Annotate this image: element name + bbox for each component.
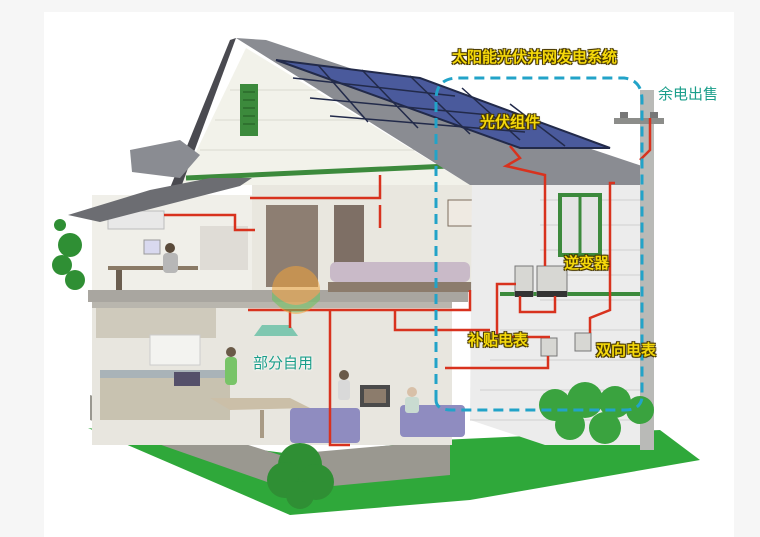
pv-modules-label: 光伏组件 <box>480 113 541 131</box>
subsidy-meter-label: 补贴电表 <box>468 331 529 349</box>
surplus-sale-label: 余电出售 <box>658 85 719 103</box>
dining-table <box>210 398 310 410</box>
gable <box>180 48 470 185</box>
self-use-label: 部分自用 <box>253 354 314 372</box>
grid-system-boundary <box>434 76 644 412</box>
sofa-left <box>290 408 360 443</box>
lower-roof-left <box>68 178 252 222</box>
kitchen-cabinets <box>96 308 216 338</box>
gable-vent <box>240 84 258 136</box>
dormer <box>130 140 200 178</box>
watermark-logo <box>272 266 320 314</box>
subsidy-meter-box <box>540 337 558 357</box>
microwave <box>174 372 200 386</box>
solar-grid-diagram: 太阳能光伏并网发电系统 光伏组件 逆变器 补贴电表 双向电表 部分自用 余电出售 <box>44 12 734 537</box>
house-illustration <box>52 38 700 515</box>
shrub-front <box>267 443 334 509</box>
bed <box>330 262 470 282</box>
window-curtain <box>200 226 248 270</box>
solar-panel-array <box>275 59 611 149</box>
desk <box>108 266 198 270</box>
bidirectional-meter-label: 双向电表 <box>596 341 657 359</box>
pendant-lamp <box>254 325 298 336</box>
wiring <box>164 118 652 447</box>
system-title-label: 太阳能光伏并网发电系统 <box>452 48 618 66</box>
vine-left <box>52 219 85 290</box>
bidirectional-meter-box <box>574 332 592 352</box>
foundation <box>90 395 450 490</box>
inverter-label: 逆变器 <box>564 254 610 272</box>
sofa-right <box>400 405 465 437</box>
computer-monitor <box>143 239 161 255</box>
